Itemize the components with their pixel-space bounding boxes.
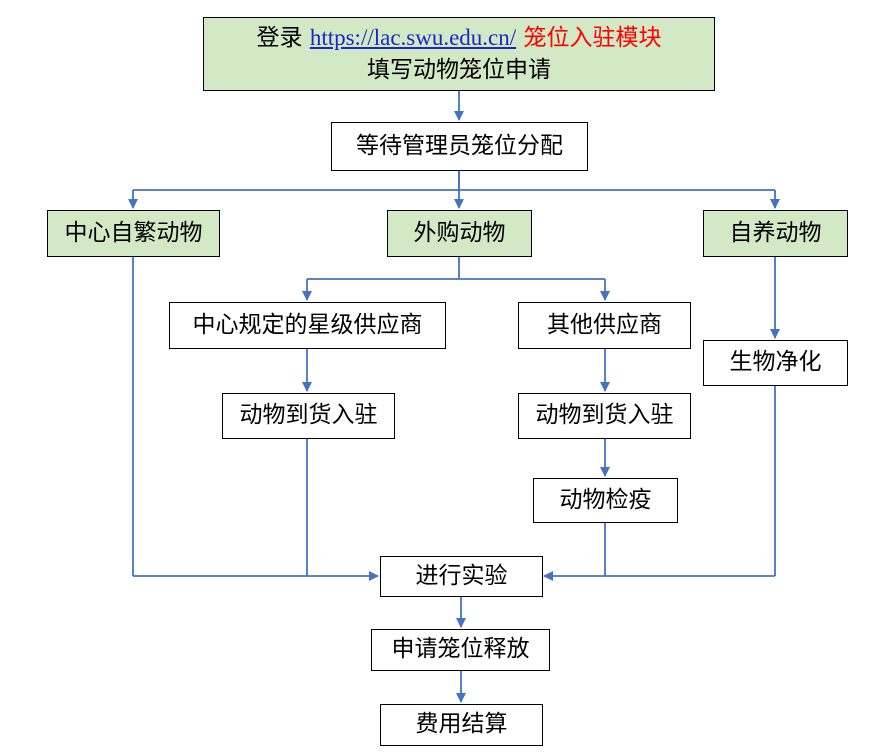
node-animal-quarantine: 动物检疫 (533, 478, 678, 523)
node-animal-arrival-left: 动物到货入驻 (222, 393, 395, 439)
login-line: 登录 https://lac.swu.edu.cn/ 笼位入驻模块 (257, 22, 662, 54)
node-conduct-experiment: 进行实验 (380, 556, 543, 597)
node-animal-arrival-right: 动物到货入驻 (518, 393, 691, 439)
node-request-cage-release: 申请笼位释放 (371, 629, 550, 671)
node-wait-cage-allocation: 等待管理员笼位分配 (331, 122, 588, 171)
application-line: 填写动物笼位申请 (367, 56, 551, 83)
login-prefix: 登录 (256, 25, 303, 52)
node-center-bred-animals: 中心自繁动物 (47, 210, 220, 257)
node-login-application: 登录 https://lac.swu.edu.cn/ 笼位入驻模块 填写动物笼位… (203, 17, 715, 91)
cage-module-name: 笼位入驻模块 (523, 25, 662, 52)
node-star-supplier: 中心规定的星级供应商 (169, 302, 446, 349)
lac-url-link[interactable]: https://lac.swu.edu.cn/ (309, 25, 517, 51)
node-bio-purification: 生物净化 (703, 340, 848, 386)
node-other-supplier: 其他供应商 (518, 302, 691, 349)
node-self-raised-animals: 自养动物 (703, 210, 848, 257)
node-fee-settlement: 费用结算 (380, 704, 543, 746)
node-purchased-animals: 外购动物 (387, 210, 532, 257)
